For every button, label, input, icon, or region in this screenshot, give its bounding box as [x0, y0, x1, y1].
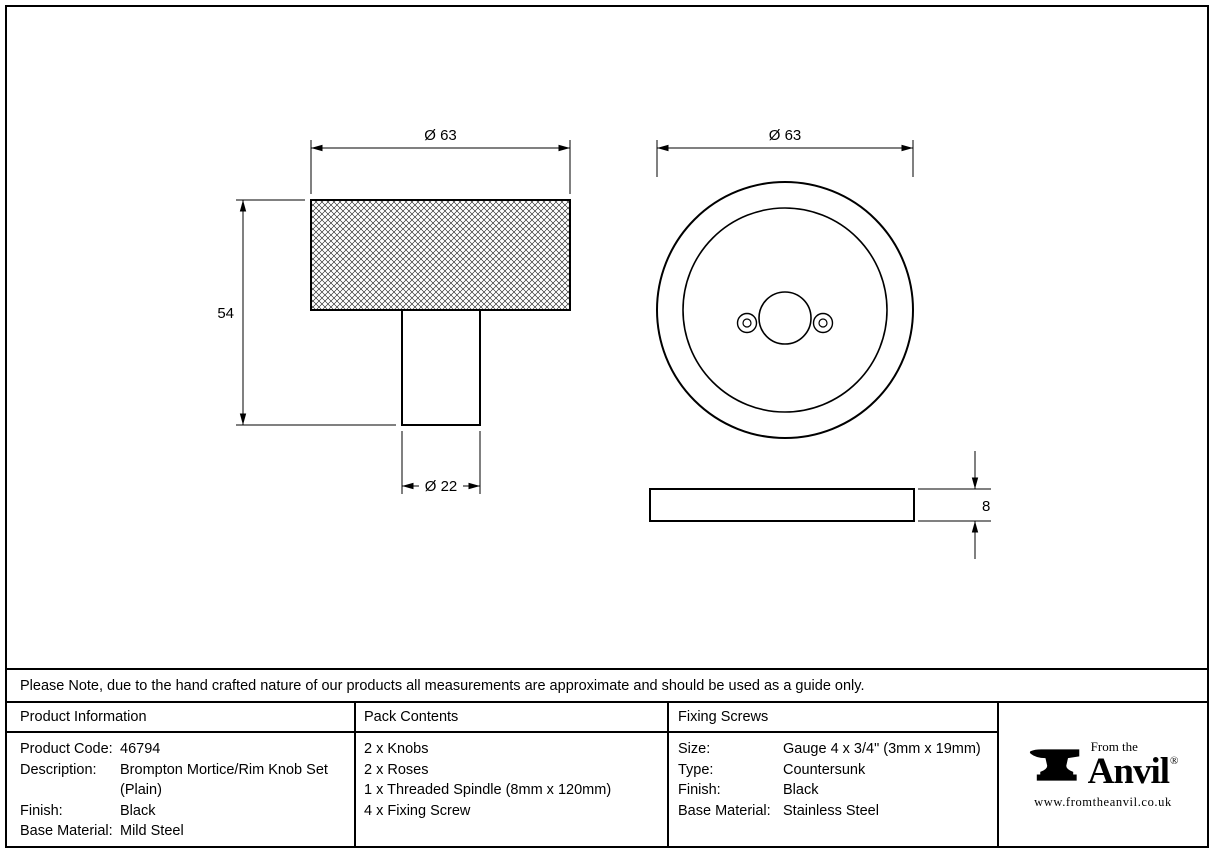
list-item: 2 x Roses [364, 761, 429, 778]
logo-text: From the Anvil ® [1087, 738, 1179, 792]
row-label: Description: [20, 761, 97, 778]
table-row: Description: Brompton Mortice/Rim Knob S… [20, 760, 354, 801]
logo-lockup: From the Anvil ® [1029, 740, 1178, 790]
anvil-icon [1029, 748, 1079, 781]
note-bar: Please Note, due to the hand crafted nat… [7, 668, 1207, 701]
knob-diameter-dimension: Ø 63 [310, 127, 571, 194]
pack-contents-body: 2 x Knobs 2 x Roses 1 x Threaded Spindle… [356, 733, 667, 821]
row-label: Finish: [678, 782, 721, 798]
list-item: 2 x Knobs [364, 741, 429, 757]
list-item: 1 x Threaded Spindle (8mm x 120mm) [364, 782, 612, 798]
table-row: Type: Countersunk [678, 760, 997, 781]
rose-diameter-label: Ø 63 [769, 127, 802, 144]
row-value: Gauge 4 x 3/4" (3mm x 19mm) [783, 741, 981, 757]
knob-knurled-head [310, 199, 571, 311]
fixing-screws-body: Size: Gauge 4 x 3/4" (3mm x 19mm) Type: … [669, 733, 997, 821]
knob-side-view [310, 199, 571, 426]
knob-height-label: 54 [217, 305, 234, 322]
rose-thickness-label: 8 [982, 498, 990, 515]
fixing-screws-section: Fixing Screws Size: Gauge 4 x 3/4" (3mm … [669, 703, 999, 846]
rose-front-view [656, 181, 914, 439]
screw-hole-left-center [742, 318, 752, 328]
brand-prefix: From the [1090, 738, 1138, 754]
knob-stem [401, 309, 481, 426]
row-label: Product Code: [20, 741, 113, 757]
spec-sheet-frame: Ø 63 54 Ø 22 [5, 5, 1209, 848]
knob-diameter-label: Ø 63 [424, 127, 457, 144]
screw-hole-left [736, 312, 758, 334]
row-label: Type: [678, 761, 714, 778]
product-information-body: Product Code: 46794 Description: Brompto… [7, 733, 354, 842]
table-row: Finish: Black [678, 780, 997, 801]
stem-diameter-label: Ø 22 [425, 478, 458, 495]
table-row: Base Material: Stainless Steel [678, 801, 997, 822]
brand-name: Anvil [1087, 750, 1170, 792]
row-value: Brompton Mortice/Rim Knob Set (Plain) [120, 761, 328, 799]
product-information-header: Product Information [7, 703, 354, 733]
row-label: Size: [678, 741, 711, 757]
stem-diameter-dimension: Ø 22 [401, 431, 481, 495]
row-value: Mild Steel [120, 823, 184, 839]
row-value: Stainless Steel [783, 802, 879, 819]
row-label: Base Material: [678, 802, 771, 819]
rose-profile [649, 488, 915, 522]
knob-height-dimension: 54 [217, 199, 396, 426]
brand-website: www.fromtheanvil.co.uk [1034, 794, 1172, 809]
info-table: Product Information Product Code: 46794 … [7, 701, 1207, 846]
rose-thickness-dimension: 8 [918, 451, 991, 559]
product-information-section: Product Information Product Code: 46794 … [7, 703, 356, 846]
table-row: Base Material: Mild Steel [20, 821, 354, 842]
row-value: Black [120, 802, 156, 819]
row-label: Finish: [20, 802, 63, 819]
screw-hole-right-center [818, 318, 828, 328]
technical-drawing: Ø 63 54 Ø 22 [7, 7, 1207, 668]
brand-logo: From the Anvil ® www.fromtheanvil.co.uk [999, 703, 1207, 846]
screw-hole-right [812, 312, 834, 334]
note-text: Please Note, due to the hand crafted nat… [20, 677, 865, 694]
drawing-canvas: Ø 63 54 Ø 22 [217, 127, 991, 559]
brand-name-row: Anvil ® [1087, 750, 1179, 792]
row-value: Black [783, 782, 819, 798]
rose-outer-circle [656, 181, 914, 439]
row-value: 46794 [120, 741, 161, 757]
fixing-screws-header: Fixing Screws [669, 703, 997, 733]
pack-contents-section: Pack Contents 2 x Knobs 2 x Roses 1 x Th… [356, 703, 669, 846]
row-label: Base Material: [20, 823, 113, 839]
row-value: Countersunk [783, 761, 866, 778]
rose-inner-circle [682, 207, 888, 413]
spindle-hole [758, 291, 812, 345]
table-row: Product Code: 46794 [20, 739, 354, 760]
pack-contents-header: Pack Contents [356, 703, 667, 733]
table-row: Size: Gauge 4 x 3/4" (3mm x 19mm) [678, 739, 997, 760]
registered-mark: ® [1170, 754, 1178, 767]
list-item: 4 x Fixing Screw [364, 802, 471, 819]
rose-diameter-dimension: Ø 63 [656, 127, 914, 177]
rose-side-view [649, 488, 915, 522]
table-row: Finish: Black [20, 801, 354, 822]
